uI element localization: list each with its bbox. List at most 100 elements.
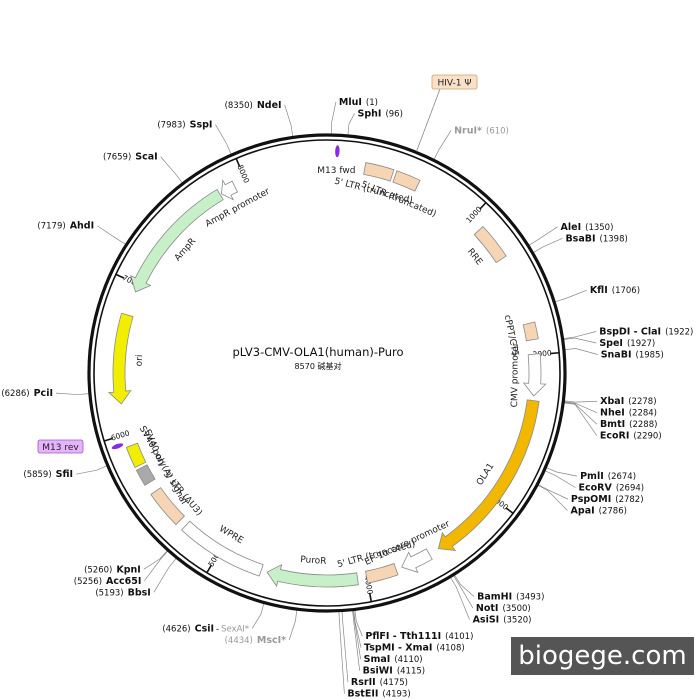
restriction-site-bbsi[interactable]: (5193)BbsI xyxy=(95,587,151,598)
site-position: (7659) xyxy=(103,153,131,163)
site-name: SnaBI xyxy=(601,349,632,360)
site-name: MscI* xyxy=(257,635,286,646)
restriction-site-xbai[interactable]: XbaI (2278) xyxy=(600,396,656,407)
restriction-site-alei[interactable]: AleI(1350) xyxy=(561,222,614,233)
restriction-site-asisi[interactable]: AsiSI(3520) xyxy=(473,615,532,626)
restriction-site-ndei[interactable]: (8350)NdeI xyxy=(225,100,282,111)
restriction-site-bmti[interactable]: BmtI(2288) xyxy=(600,419,657,430)
site-position: (1350) xyxy=(585,223,613,233)
feature-label: RRE xyxy=(465,247,484,268)
site-label: SnaBI (1985) xyxy=(601,349,664,360)
site-position: (5859) xyxy=(23,470,51,480)
restriction-site-sfii[interactable]: (5859)SfiI xyxy=(23,469,73,480)
site-name: RsrII xyxy=(351,677,376,688)
site-position: (4115) xyxy=(397,667,425,677)
site-label: BmtI(2288) xyxy=(600,419,657,430)
site-label: EcoRV(2694) xyxy=(579,483,645,494)
site-leader xyxy=(433,130,452,160)
site-position: (4175) xyxy=(380,678,408,688)
restriction-site-kfli[interactable]: KflI(1706) xyxy=(590,285,640,296)
site-position: (2278) xyxy=(628,397,656,407)
site-label: PspOMI(2782) xyxy=(571,494,644,505)
site-position: (610) xyxy=(486,126,509,136)
restriction-site-bamhi[interactable]: BamHI(3493) xyxy=(477,592,544,603)
restriction-site-rsrii[interactable]: RsrII (4175) xyxy=(351,677,408,688)
site-leader xyxy=(143,550,168,570)
feature-tag xyxy=(431,74,478,90)
site-position: (1985) xyxy=(636,350,664,360)
site-name: BmtI xyxy=(600,419,625,430)
site-leader xyxy=(215,124,232,155)
restriction-site-pspomi[interactable]: PspOMI(2782) xyxy=(571,494,644,505)
site-position: (1706) xyxy=(612,286,640,296)
restriction-site-snabi[interactable]: SnaBI (1985) xyxy=(601,349,664,360)
site-label: (4626)CsiI-SexAI* xyxy=(162,623,249,634)
site-leader xyxy=(352,610,361,671)
restriction-site-noti[interactable]: NotI(3500) xyxy=(476,603,531,614)
site-label: (6286)PciI xyxy=(1,388,53,399)
tick-mark xyxy=(103,437,113,442)
restriction-site-sphi[interactable]: SphI(96) xyxy=(358,109,403,120)
feature-sv40-poly-a-signal xyxy=(135,464,156,486)
restriction-site-sspi[interactable]: (7983)SspI xyxy=(157,120,212,131)
restriction-site-mlui[interactable]: MluI(1) xyxy=(339,97,378,108)
restriction-site-pcii[interactable]: (6286)PciI xyxy=(1,388,53,399)
restriction-site-tspmi-xmai[interactable]: TspMI - XmaI(4108) xyxy=(364,643,465,654)
site-leader xyxy=(563,331,597,339)
site-label: (4434)MscI* xyxy=(225,635,287,646)
site-leader xyxy=(563,337,597,344)
site-leader xyxy=(251,603,265,629)
site-leader xyxy=(450,577,470,620)
tick-mark xyxy=(479,202,487,210)
site-name: BspDI - ClaI xyxy=(599,326,661,337)
restriction-site-smai[interactable]: SmaI(4110) xyxy=(364,654,423,665)
restriction-site-bsiwi[interactable]: BsiWI(4115) xyxy=(363,666,425,677)
restriction-site-scai[interactable]: (7659)ScaI xyxy=(103,152,158,163)
site-label: (5859)SfiI xyxy=(23,469,73,480)
tag-leader xyxy=(416,88,441,152)
site-label: (5260)KpnI xyxy=(84,564,141,575)
restriction-site-ecori[interactable]: EcoRI(2290) xyxy=(600,431,662,442)
restriction-site-bspdi-clai[interactable]: BspDI - ClaI(1922) xyxy=(599,326,693,337)
site-name: XbaI xyxy=(600,396,624,407)
tick-label: 2000 xyxy=(532,348,552,359)
restriction-site-pmli[interactable]: PmlI(2674) xyxy=(580,471,636,482)
backbone-circle-inner xyxy=(93,139,561,607)
site-name: BamHI xyxy=(477,592,512,603)
site-label: MluI(1) xyxy=(339,97,378,108)
restriction-site-nhei[interactable]: NheI(2284) xyxy=(600,408,657,419)
site-lines xyxy=(55,101,598,694)
primer-marker xyxy=(335,145,340,158)
restriction-site-kpni[interactable]: (5260)KpnI xyxy=(84,564,141,575)
restriction-site-msci[interactable]: (4434)MscI* xyxy=(225,635,287,646)
restriction-site-pflfi-tth111i[interactable]: PflFI - Tth111I(4101) xyxy=(365,631,473,642)
site-position: (7179) xyxy=(37,222,65,232)
restriction-site-nrui[interactable]: NruI*(610) xyxy=(454,125,509,136)
site-name: EcoRV xyxy=(579,483,613,494)
site-position: (7983) xyxy=(157,121,185,131)
site-label: ApaI(2786) xyxy=(571,506,627,517)
site-separator: - xyxy=(216,624,219,634)
site-name: EcoRI xyxy=(600,431,630,442)
restriction-site-apai[interactable]: ApaI(2786) xyxy=(571,506,627,517)
site-leader xyxy=(564,402,598,436)
restriction-site-acc65i[interactable]: (5256)Acc65I xyxy=(74,576,142,587)
site-label: XbaI (2278) xyxy=(600,396,656,407)
tick-mark xyxy=(368,592,373,602)
tick-label: 6000 xyxy=(110,428,131,442)
site-leader xyxy=(538,484,569,500)
site-name: AsiSI xyxy=(473,615,500,626)
restriction-site-ecorv[interactable]: EcoRV(2694) xyxy=(579,483,645,494)
site-position: (4108) xyxy=(436,644,464,654)
feature-sv40-ori xyxy=(125,442,147,469)
tick-mark xyxy=(235,158,241,168)
site-position: (1398) xyxy=(600,234,628,244)
restriction-site-bsteii[interactable]: BstEII(4193) xyxy=(347,689,410,700)
restriction-site-ahdi[interactable]: (7179)AhdI xyxy=(37,221,94,232)
restriction-site-csii[interactable]: (4626)CsiI-SexAI* xyxy=(162,623,249,634)
restriction-site-bsabi[interactable]: BsaBI(1398) xyxy=(565,233,627,244)
feature-ampr-promoter xyxy=(220,179,239,201)
restriction-site-spei[interactable]: SpeI(1927) xyxy=(599,338,655,349)
site-leader xyxy=(454,574,475,597)
